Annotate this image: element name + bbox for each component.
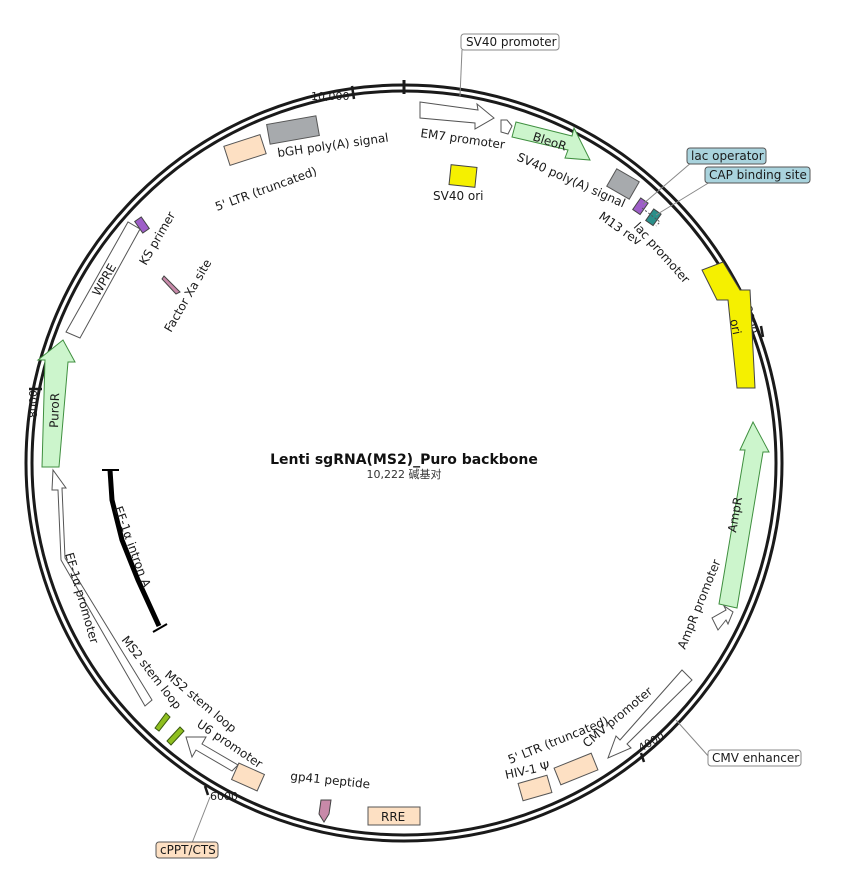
cmv-enhancer-leader (675, 719, 711, 759)
lac-operator-callout (686, 147, 767, 165)
ltr5-bottom-block (553, 752, 599, 786)
ms2-loop-1-mark (154, 712, 171, 732)
em7-promoter-arrow (500, 119, 513, 135)
em7-promoter-label: EM7 promoter (420, 126, 506, 152)
u6-promoter-arrow (185, 736, 239, 772)
cmv-arrow (607, 669, 693, 759)
ef1a-promoter-arrow (51, 468, 153, 707)
rre-label: RRE (381, 810, 405, 824)
ampr-arrow (718, 420, 770, 609)
sv40-promoter-leader (459, 49, 463, 97)
tick-label-6000: 6000 (210, 790, 238, 803)
lac-operator-label: lac operator (691, 149, 764, 163)
map-title: Lenti sgRNA(MS2)_Puro backbone (270, 452, 538, 468)
ef1a-intron-label: EF-1α intron A (111, 504, 154, 590)
sv40-promoter-label: SV40 promoter (466, 35, 557, 49)
cppt-leader (191, 796, 211, 844)
ampr-promoter-label: AmpR promoter (675, 557, 724, 651)
ltr5-top-label: 5' LTR (truncated) (213, 164, 318, 214)
cap-site-leader (655, 181, 711, 216)
hiv-psi-block (517, 774, 553, 802)
ks-primer-block (134, 216, 150, 234)
ltr5-top-block (223, 133, 267, 167)
puror-label: PuroR (47, 393, 62, 428)
wpre-arrow (65, 221, 141, 339)
ks-primer-label: KS primer (136, 209, 178, 267)
tick-mark-10000 (350, 85, 356, 100)
ef1a-intron-bar (107, 469, 162, 628)
bleor-arrow (511, 121, 591, 161)
ef1a-promoter-label: EF-1α promoter (62, 551, 101, 645)
sv40-promoter-callout (460, 33, 560, 51)
tick-mark-2000 (759, 325, 765, 338)
lac-operator-leader (642, 161, 693, 205)
bgh-polya-block (266, 115, 320, 145)
cmv-enhancer-label: CMV enhancer (712, 751, 799, 765)
ef1a-intron-cap-bottom (152, 623, 168, 633)
lac-operator-block (632, 197, 649, 216)
cmv-enhancer-callout (707, 749, 802, 767)
factor-xa-label: Factor Xa site (161, 257, 214, 335)
ori-label: ori (727, 318, 744, 336)
gp41-peptide-label: gp41 peptide (290, 769, 371, 791)
cppt-label: cPPT/CTS (160, 843, 216, 857)
tick-mark-6000 (203, 785, 210, 796)
rre-block (367, 806, 421, 826)
tick-label-8000: 8000 (27, 390, 40, 418)
u6-ltr-block (230, 762, 266, 792)
sv40-polya-block (606, 168, 640, 200)
ampr-label: AmpR (725, 496, 745, 534)
sv40-ori-label: SV40 ori (433, 189, 484, 203)
tick-label-4000: 4000 (636, 729, 667, 754)
cppt-callout (155, 841, 219, 859)
ms2-loop-2-mark (166, 726, 185, 746)
ampr-promoter-arrow (711, 604, 734, 631)
wpre-label: WPRE (89, 261, 119, 298)
sv40-ori-block (448, 164, 478, 188)
map-length: 10,222 碱基对 (367, 467, 442, 481)
tick-label-10000: 10,000 (311, 90, 350, 103)
factor-xa-mark (161, 275, 181, 295)
gp41-peptide-mark (318, 799, 332, 823)
cap-site-callout (704, 166, 811, 184)
tick-mark-4000 (639, 752, 646, 763)
lac-promoter-label: lac promoter (631, 220, 693, 286)
ori-arrow (701, 261, 756, 389)
puror-arrow (36, 339, 76, 468)
cap-site-block (645, 208, 662, 227)
cap-site-label: CAP binding site (709, 168, 807, 182)
sv40-promoter-arrow (419, 101, 495, 130)
